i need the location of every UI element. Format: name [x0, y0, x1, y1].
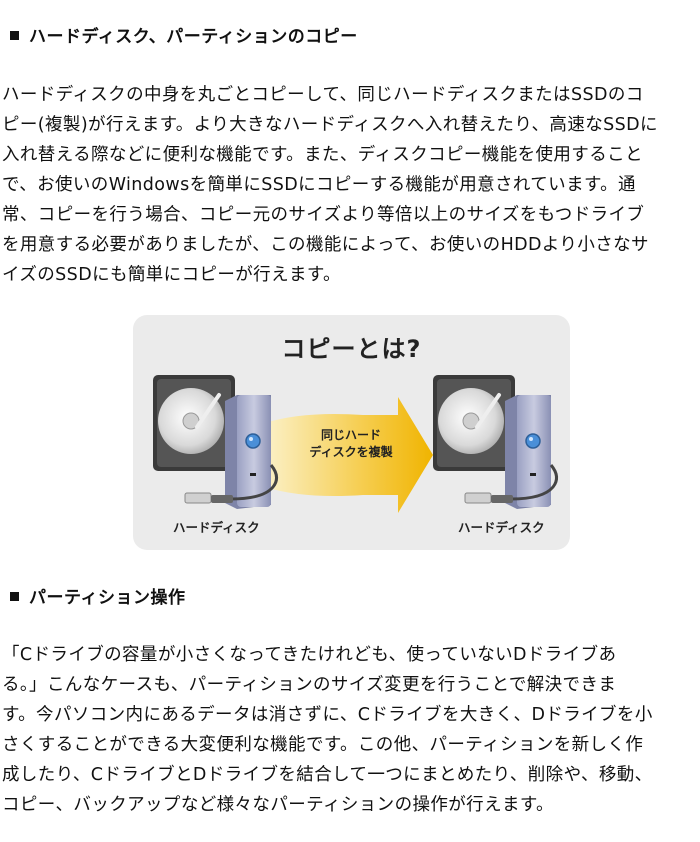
section-heading-text: パーティション操作 — [29, 588, 186, 608]
paragraph-line: で、お使いのWindowsを簡単にSSDにコピーする機能が用意されています。通 — [2, 175, 636, 195]
left-device-label: ハードディスク — [173, 520, 260, 535]
right-device-label: ハードディスク — [458, 520, 545, 535]
paragraph-line: す。今パソコン内にあるデータは消さずに、Cドライブを大きく、Dドライブを小 — [2, 705, 653, 725]
bullet-square-icon — [10, 30, 19, 40]
paragraph-line: ハードディスクの中身を丸ごとコピーして、同じハードディスクまたはSSDのコ — [2, 85, 644, 105]
paragraph-line: さくすることができる大変便利な機能です。この他、パーティションを新しく作 — [2, 735, 644, 755]
paragraph-line: コピー、バックアップなど様々なパーティションの操作が行えます。 — [2, 795, 554, 815]
hard-disk-left-icon — [153, 375, 235, 471]
paragraph-line: 入れ替える際などに便利な機能です。また、ディスクコピー機能を使用すること — [2, 145, 643, 165]
section-heading-disk-copy: ハードディスク、パーティションのコピー — [10, 22, 358, 47]
partition-description: 「Cドライブの容量が小さくなってきたけれども、使っていないDドライブあ る。」こ… — [2, 640, 698, 820]
paragraph-line: 「Cドライブの容量が小さくなってきたけれども、使っていないDドライブあ — [2, 645, 617, 665]
paragraph-line: 常、コピーを行う場合、コピー元のサイズより等倍以上のサイズをもつドライブ — [2, 205, 645, 225]
arrow-caption-line: ディスクを複製 — [309, 445, 393, 459]
copy-illustration-graphic — [153, 375, 558, 513]
copy-arrow-icon — [265, 397, 433, 513]
arrow-caption-line: 同じハード — [320, 428, 381, 442]
paragraph-line: ピー(複製)が行えます。より大きなハードディスクへ入れ替えたり、高速なSSDに — [2, 115, 658, 135]
bullet-square-icon — [10, 591, 19, 601]
section-heading-partition: パーティション操作 — [10, 583, 185, 608]
figure-title: コピーとは? — [281, 335, 422, 363]
paragraph-line: を用意する必要がありましたが、この機能によって、お使いのHDDより小さなサ — [2, 235, 649, 255]
paragraph-line: る。」こんなケースも、パーティションのサイズ変更を行うことで解決できま — [2, 675, 617, 695]
hard-disk-right-icon — [433, 375, 515, 471]
disk-copy-description: ハードディスクの中身を丸ごとコピーして、同じハードディスクまたはSSDのコ ピー… — [2, 80, 698, 290]
section-heading-text: ハードディスク、パーティションのコピー — [29, 27, 358, 47]
arrow-caption: 同じハード ディスクを複製 — [296, 427, 406, 461]
external-drive-right-icon — [464, 395, 558, 509]
paragraph-line: イズのSSDにも簡単にコピーが行えます。 — [2, 265, 341, 285]
external-drive-left-icon — [184, 395, 278, 509]
paragraph-line: 成したり、CドライブとDドライブを結合して一つにまとめたり、削除や、移動、 — [2, 765, 653, 785]
copy-illustration: コピーとは? 同じハード ディスクを複製 ハードディスク ハードディスク — [133, 315, 570, 550]
